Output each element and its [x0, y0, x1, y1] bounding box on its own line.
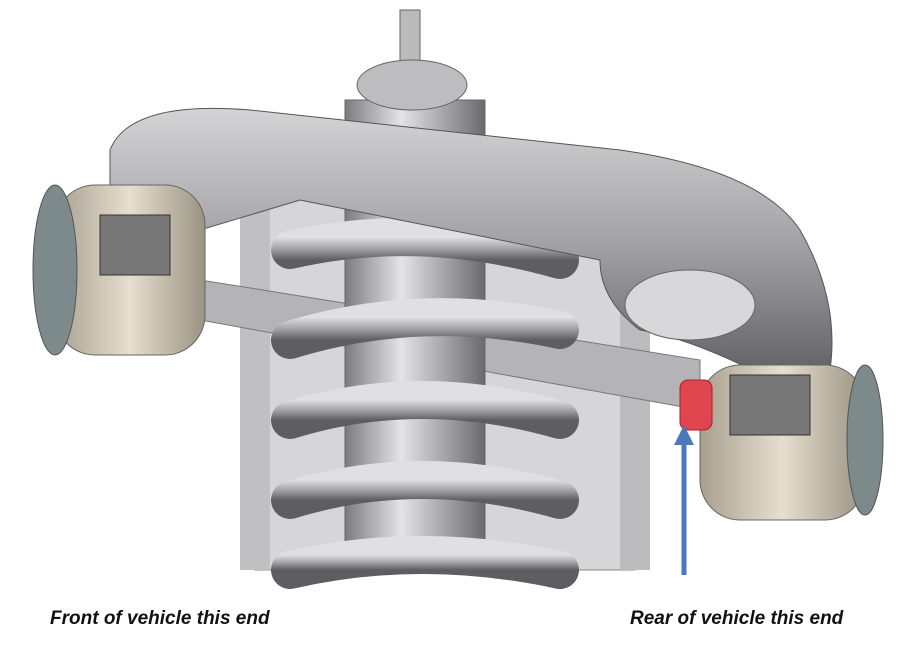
- pointer-arrow-icon: [674, 425, 694, 575]
- rear-caption: Rear of vehicle this end: [630, 608, 844, 629]
- arm-ball-joint-hole: [624, 269, 756, 341]
- knuckle-plate-right: [620, 300, 650, 570]
- shock-top-mount: [356, 59, 468, 111]
- knuckle-plate: [240, 190, 270, 570]
- rear-bushing: [699, 364, 884, 521]
- suspension-diagram: [32, 9, 884, 589]
- front-caption: Front of vehicle this end: [50, 608, 270, 629]
- coil-spring: [271, 218, 579, 589]
- front-bushing: [32, 184, 206, 356]
- highlighted-bushing: [679, 379, 713, 431]
